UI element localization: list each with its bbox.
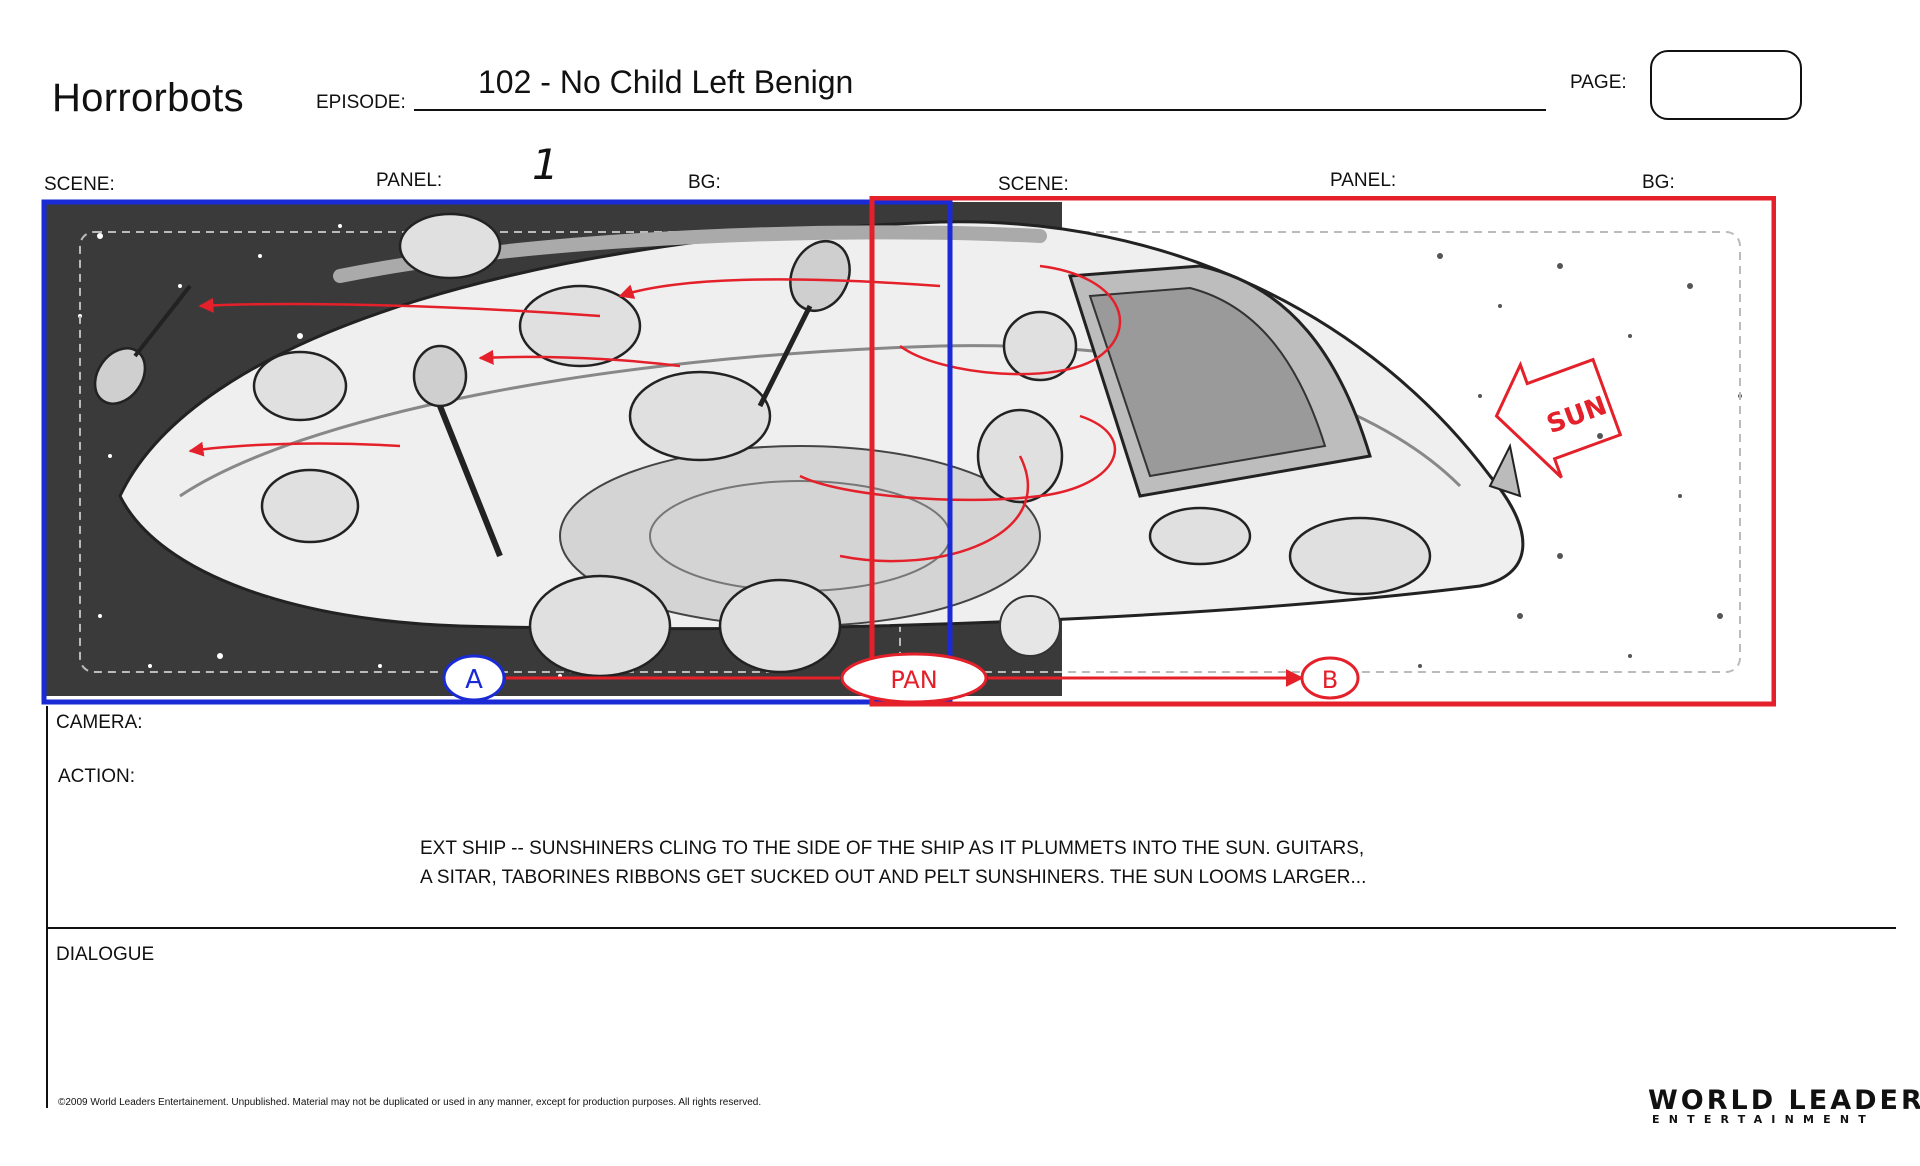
pan-ellipse — [840, 652, 988, 704]
camera-move-label: PAN — [890, 666, 937, 694]
panel-b-bg-label: BG: — [1642, 172, 1675, 193]
page-number-box — [1650, 50, 1802, 120]
guitar-sketches — [93, 240, 851, 558]
notes-left-rule — [46, 706, 48, 1108]
camera-label: CAMERA: — [56, 712, 143, 733]
studio-logo-main: WORLD LEADERS — [1648, 1085, 1920, 1116]
episode-underline — [414, 109, 1546, 111]
motion-arrows — [188, 264, 1122, 563]
panel-b-panel-label: PANEL: — [1330, 170, 1397, 191]
frame-b-outline — [869, 196, 1776, 707]
panel-a-panel-label: PANEL: — [376, 170, 443, 191]
page-label: PAGE: — [1570, 72, 1627, 93]
copyright-notice: ©2009 World Leaders Entertainement. Unpu… — [58, 1097, 762, 1108]
action-label: ACTION: — [58, 766, 136, 787]
show-title: Horrorbots — [52, 76, 244, 120]
marker-b-label: B — [1322, 666, 1338, 694]
marker-a-circle — [442, 654, 506, 702]
action-line: EXT SHIP -- SUNSHINERS CLING TO THE SIDE… — [420, 838, 1365, 859]
action-line: A SITAR, TABORINES RIBBONS GET SUCKED OU… — [420, 867, 1367, 888]
action-description: EXT SHIP -- SUNSHINERS CLING TO THE SIDE… — [420, 834, 1420, 892]
pan-arrow-icon: A PAN B — [442, 652, 1360, 704]
frame-a-outline — [41, 199, 953, 705]
marker-a-label: A — [465, 665, 483, 695]
panel-a-scene-label: SCENE: — [44, 174, 115, 195]
episode-label: EPISODE: — [316, 92, 406, 113]
debris-specks — [1418, 253, 1742, 668]
episode-title: 102 - No Child Left Benign — [478, 64, 854, 100]
panel-a-number: 1 — [532, 140, 559, 189]
dialogue-divider — [46, 927, 1896, 929]
sunshiner-characters — [252, 212, 1432, 678]
storyboard-panel-artwork: SUN A PAN B — [41, 196, 1776, 707]
marker-b-circle — [1300, 656, 1360, 700]
panel-b-scene-label: SCENE: — [998, 174, 1069, 195]
dialogue-label: DIALOGUE — [56, 944, 155, 965]
studio-logo-sub: ENTERTAINMENT — [1652, 1113, 1875, 1126]
panel-a-bg-label: BG: — [688, 172, 721, 193]
